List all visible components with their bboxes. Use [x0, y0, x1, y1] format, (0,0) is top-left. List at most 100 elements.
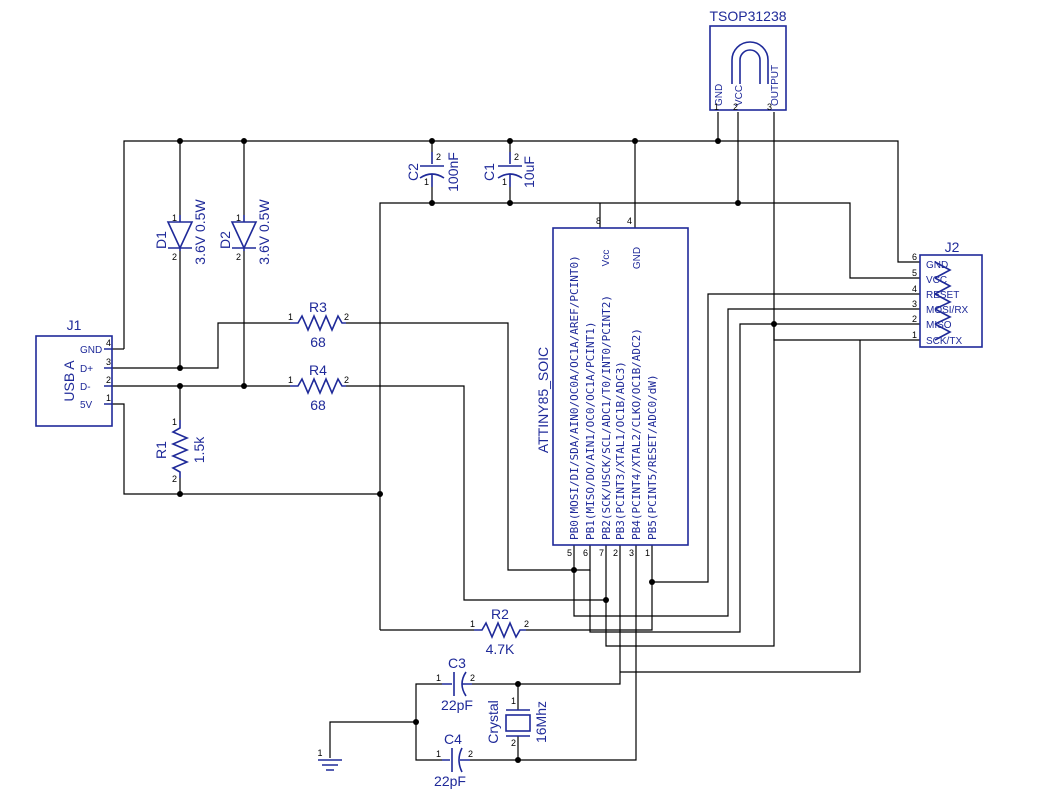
tsop-pin-vcc: VCC — [734, 85, 745, 106]
r4-pin: 1 — [288, 375, 293, 385]
j2-pin-mosi: MOSI/RX — [926, 305, 969, 316]
ic-pin-num: 4 — [627, 216, 632, 226]
wire-vcc-rail — [123, 140, 920, 349]
r3-pin: 2 — [344, 312, 349, 322]
c1-value: 10uF — [521, 156, 537, 188]
r4-ref: R4 — [309, 362, 327, 378]
r2-pin: 2 — [524, 619, 529, 629]
r3-pin: 1 — [288, 312, 293, 322]
d2-pin: 2 — [236, 252, 241, 262]
c1-pin: 2 — [514, 152, 519, 162]
c1-pin: 1 — [502, 177, 507, 187]
j2-pin-num: 6 — [912, 252, 917, 262]
j2-pin-reset: RESET — [926, 290, 959, 301]
junction-dot — [177, 491, 183, 497]
junction-dot — [413, 719, 419, 725]
ic-pin-pb3: PB3(PCINT3/XTAL1/OC1B/ADC3) — [614, 361, 627, 540]
wire-r2-right — [526, 582, 653, 631]
r3-ref: R3 — [309, 299, 327, 315]
c3-ref: C3 — [448, 655, 466, 671]
r2-value: 4.7K — [486, 641, 515, 657]
wire-r3-out — [346, 322, 591, 571]
diode-d2: D2 3.6V 0.5W 1 2 — [217, 199, 272, 265]
j1-pin-dminus: D- — [80, 382, 91, 393]
junction-dot — [241, 383, 247, 389]
ic-pin-vcc: Vcc — [601, 250, 612, 267]
d2-value: 3.6V 0.5W — [256, 199, 272, 265]
crystal-oscillator: Crystal 16Mhz 1 2 — [485, 696, 549, 748]
svg-text:1: 1 — [317, 748, 322, 758]
ic-pin-num: 7 — [599, 548, 604, 558]
ic-pin-num: 5 — [567, 548, 572, 558]
j2-pin-miso: MISO — [926, 320, 952, 331]
j2-pin-num: 1 — [912, 330, 917, 340]
ic-pin-pb4: PB4(PCINT4/XTAL2/CLKO/OC1B/ADC2) — [630, 328, 643, 540]
d1-value: 3.6V 0.5W — [192, 199, 208, 265]
ir-receiver-tsop: TSOP31238 GND VCC OUTPUT 1 2 3 — [709, 8, 787, 112]
wire-usb-5v — [112, 403, 380, 495]
d1-pin: 1 — [172, 213, 177, 223]
ic-ref: ATTINY85_SOIC — [535, 347, 551, 453]
junction-dot — [377, 491, 383, 497]
j1-pin-gnd: GND — [80, 345, 102, 356]
junction-dot — [603, 597, 609, 603]
c4-pin: 1 — [436, 749, 441, 759]
junction-dot — [515, 757, 521, 763]
j1-pin-num: 1 — [106, 393, 111, 403]
wire-pb3-xtal1 — [472, 545, 621, 685]
wire-pb1-miso — [589, 323, 920, 633]
microcontroller-attiny85: ATTINY85_SOIC Vcc GND 8 4 PB0(MOSI/DI/SD… — [535, 216, 689, 558]
junction-dot — [571, 567, 577, 573]
j2-pin-num: 3 — [912, 299, 917, 309]
header-connector-j2: J2 GND VCC RESET MOSI/RX MISO SCK/TX 6 5… — [912, 239, 983, 348]
c3-pin: 2 — [470, 673, 475, 683]
d1-pin: 2 — [172, 252, 177, 262]
j2-pin-num: 2 — [912, 314, 917, 324]
r4-pin: 2 — [344, 375, 349, 385]
c4-pin: 2 — [468, 749, 473, 759]
c2-value: 100nF — [445, 152, 461, 192]
usb-connector-j1: J1 USB A GND D+ D- 5V 4 3 2 1 — [35, 317, 113, 427]
tsop-pin-num: 3 — [767, 102, 772, 112]
c4-value: 22pF — [434, 773, 466, 789]
c2-pin: 1 — [424, 177, 429, 187]
ic-pin-pb2: PB2(SCK/USCK/SCL/ADC1/T0/INT0/PCINT2) — [600, 295, 613, 540]
c2-pin: 2 — [436, 152, 441, 162]
junction-dot — [507, 200, 513, 206]
tsop-pin-num: 2 — [733, 102, 738, 112]
junction-dot — [429, 200, 435, 206]
crystal-value: 16Mhz — [533, 701, 549, 743]
j1-pin-num: 3 — [106, 357, 111, 367]
ic-pin-pb1: PB1(MISO/DO/AIN1/OC0/OC1A/PCINT1) — [584, 321, 597, 540]
j1-pin-num: 2 — [106, 375, 111, 385]
j2-pin-gnd: GND — [926, 260, 948, 271]
ground-icon: 1 — [317, 748, 342, 771]
diode-d1: D1 3.6V 0.5W 1 2 — [153, 199, 208, 265]
j2-pin-num: 4 — [912, 284, 917, 294]
ic-pin-num: 6 — [583, 548, 588, 558]
junction-dot — [771, 321, 777, 327]
wire-pb2-sck — [605, 112, 775, 647]
c4-ref: C4 — [444, 731, 462, 747]
junction-dot — [177, 138, 183, 144]
tsop-ref: TSOP31238 — [709, 8, 786, 24]
r1-pin: 1 — [172, 417, 177, 427]
crystal-pin: 2 — [511, 738, 516, 748]
junction-dot — [429, 138, 435, 144]
junction-dot — [632, 138, 638, 144]
wire-j2-sck-extra — [620, 340, 861, 673]
d2-ref: D2 — [217, 231, 233, 249]
junctions — [177, 138, 777, 763]
c3-value: 22pF — [441, 697, 473, 713]
resistor-r2: R2 4.7K 1 2 — [470, 606, 529, 657]
wire-usb-dplus — [112, 322, 290, 369]
j2-pin-vcc: VCC — [926, 275, 947, 286]
ic-pin-num: 1 — [645, 548, 650, 558]
junction-dot — [715, 138, 721, 144]
r2-pin: 1 — [470, 619, 475, 629]
r1-pin: 2 — [172, 474, 177, 484]
tsop-pin-gnd: GND — [714, 84, 725, 106]
wire-pb5-reset — [651, 293, 920, 583]
ic-pin-num: 3 — [629, 548, 634, 558]
